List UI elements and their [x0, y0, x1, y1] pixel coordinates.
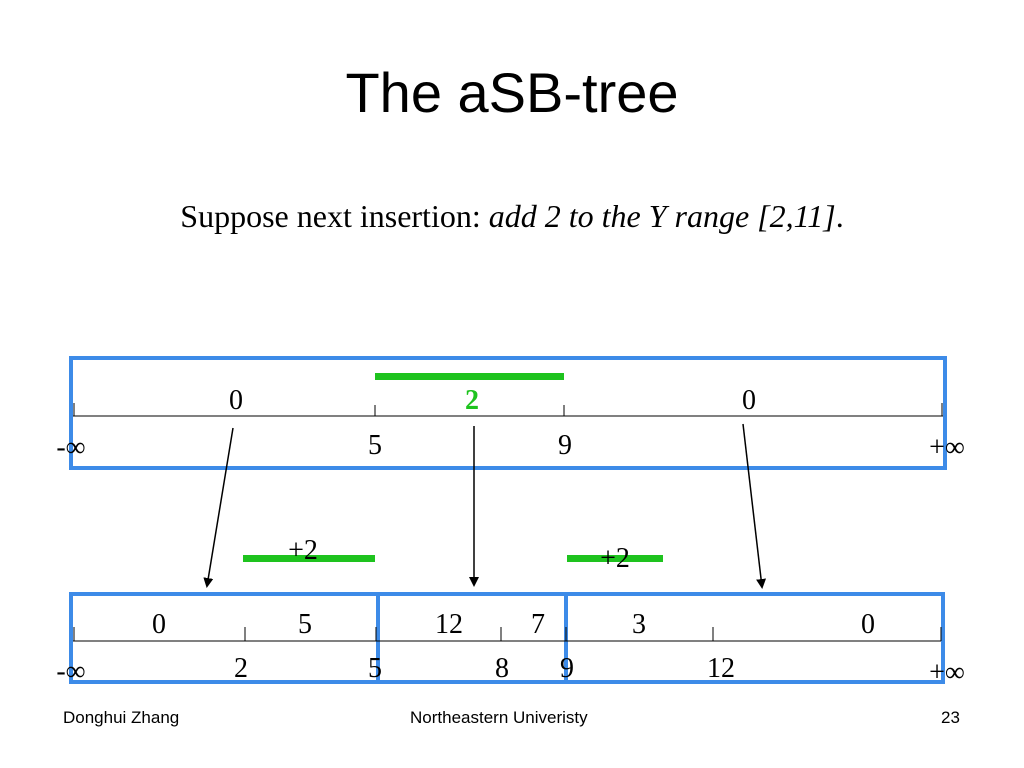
child-value-4: 3 — [632, 609, 646, 640]
root-key-5: 5 — [368, 430, 382, 461]
child-key-pos-inf: +∞ — [929, 657, 965, 688]
root-key-9: 9 — [558, 430, 572, 461]
footer-author: Donghui Zhang — [63, 708, 180, 727]
child-value-1: 5 — [298, 609, 312, 640]
child-value-3: 7 — [531, 609, 545, 640]
root-value-highlight: 2 — [465, 385, 479, 416]
child-value-2: 12 — [435, 609, 463, 640]
slide-subtitle: Suppose next insertion: add 2 to the Y r… — [0, 198, 1024, 235]
increment-bar-left — [243, 555, 375, 562]
child-key-8: 8 — [495, 653, 509, 684]
root-key-pos-inf: +∞ — [929, 432, 965, 463]
increment-bar-right — [567, 555, 663, 562]
footer-institution: Northeastern Univeristy — [410, 708, 588, 727]
child-value-5: 0 — [861, 609, 875, 640]
increment-label-left: +2 — [288, 535, 318, 566]
child-key-neg-inf: -∞ — [56, 656, 85, 687]
root-value-0: 0 — [229, 385, 243, 416]
subtitle-italic: add 2 to the Y range [2,11] — [488, 198, 836, 234]
root-node-box — [69, 356, 947, 470]
footer-page-number: 23 — [941, 708, 960, 727]
slide-title: The aSB-tree — [345, 61, 679, 124]
arrow-to-left-child — [203, 427, 234, 588]
increment-label-right: +2 — [600, 543, 630, 574]
child-key-2: 2 — [234, 653, 248, 684]
child-key-5: 5 — [368, 653, 382, 684]
child-node-left-box — [69, 592, 380, 684]
child-key-12: 12 — [707, 653, 735, 684]
subtitle-end: . — [835, 198, 844, 234]
root-value-2: 0 — [742, 385, 756, 416]
arrow-to-right-child — [742, 423, 767, 589]
root-green-bar — [375, 373, 564, 380]
root-key-neg-inf: -∞ — [56, 432, 85, 463]
child-key-9: 9 — [560, 653, 574, 684]
subtitle-plain: Suppose next insertion: — [180, 198, 489, 234]
child-value-0: 0 — [152, 609, 166, 640]
child-node-right-box — [564, 592, 945, 684]
